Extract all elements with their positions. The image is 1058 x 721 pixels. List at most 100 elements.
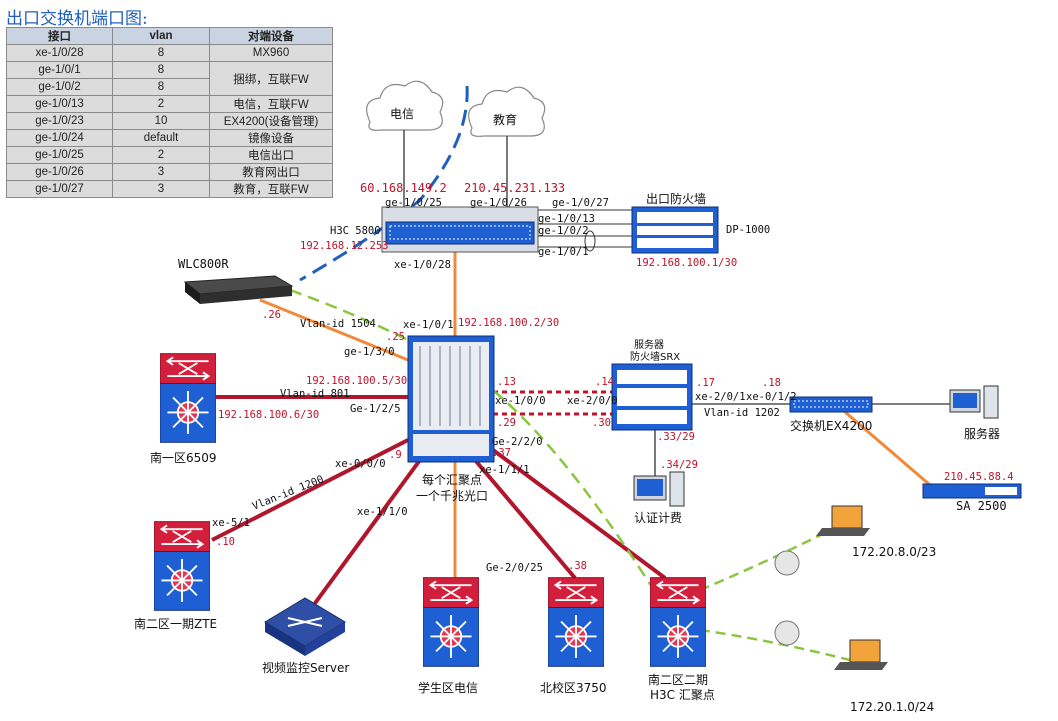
ip-label: .18	[762, 377, 781, 389]
table-cell: 镜像设备	[209, 129, 333, 147]
ip-label: .17	[696, 377, 715, 389]
vlan-label: Vlan-id 1202	[704, 407, 780, 419]
device-label: 服务器	[634, 338, 664, 351]
ip-label: .29	[497, 417, 516, 429]
ip-label: 192.168.100.2/30	[458, 317, 559, 329]
table-cell: ge-1/0/25	[6, 146, 113, 164]
ip-label: 210.45.88.4	[944, 471, 1014, 483]
vlan-label: Vlan-id 1504	[300, 318, 376, 330]
ip-label: .30	[592, 417, 611, 429]
wifi-ap-icon	[774, 620, 800, 646]
port-label: xe-5/1	[212, 517, 250, 529]
table-cell: 10	[112, 112, 210, 130]
table-cell: default	[112, 129, 210, 147]
bundle-ring	[584, 230, 596, 252]
table-cell: ge-1/0/24	[6, 129, 113, 147]
port-label: xe-1/0/0	[495, 395, 546, 407]
ip-label: .34/29	[660, 459, 698, 471]
h3c-5800-switch-icon	[381, 206, 539, 253]
device-label: 南二区二期	[648, 672, 708, 687]
port-label: Ge-2/0/25	[486, 562, 543, 574]
server-pc-icon	[949, 385, 999, 419]
switch-north-icon	[548, 576, 604, 668]
device-label: DP-1000	[726, 224, 770, 236]
cloud-edu-icon	[468, 86, 546, 137]
port-label: ge-1/3/0	[344, 346, 395, 358]
ip-label: .9	[389, 449, 402, 461]
laptop-icon	[834, 639, 888, 670]
device-label: 北校区3750	[540, 680, 607, 695]
device-label: 服务器	[964, 426, 1000, 441]
firewall-srx-icon	[611, 363, 693, 431]
port-label: xe-1/1/1	[479, 464, 530, 476]
ip-label: .25	[386, 331, 405, 343]
port-label: ge-1/0/27	[552, 197, 609, 209]
link-wlc	[259, 298, 409, 362]
ip-label: .38	[568, 560, 587, 572]
switch-n2-icon	[650, 576, 706, 668]
table-header: vlan	[112, 27, 210, 45]
device-label: 南二区一期ZTE	[134, 616, 217, 631]
table-header: 接口	[6, 27, 113, 45]
table-cell: 电信出口	[209, 146, 333, 164]
port-label: Ge-1/2/5	[350, 403, 401, 415]
device-label: WLC800R	[178, 257, 229, 271]
vlan-label: Vlan-id 801	[280, 388, 350, 400]
port-label: ge-1/0/2	[538, 225, 589, 237]
table-cell: MX960	[209, 44, 333, 62]
link-wifi-8	[699, 526, 836, 592]
core-label: 一个千兆光口	[416, 489, 488, 503]
table-cell: 3	[112, 163, 210, 181]
ip-label: .13	[497, 376, 516, 388]
device-label: 南一区6509	[150, 450, 217, 465]
switch-student-icon	[423, 576, 479, 668]
ip-label: .26	[262, 309, 281, 321]
port-label: xe-1/0/1	[403, 319, 454, 331]
port-label: ge-1/0/13	[538, 213, 595, 225]
device-label: SA 2500	[956, 499, 1007, 513]
table-cell: ge-1/0/23	[6, 112, 113, 130]
wifi-ap-icon	[774, 550, 800, 576]
ip-label: 192.168.100.1/30	[636, 257, 737, 269]
table-cell: 捆绑，互联FW	[209, 61, 333, 96]
sa2500-appliance-icon	[922, 483, 1022, 499]
table-header-row: 接口 vlan 对端设备	[6, 27, 333, 45]
device-label: H3C 汇聚点	[650, 688, 715, 702]
link-sa	[844, 410, 931, 487]
vlan-label: Vlan-id 1200	[251, 473, 326, 513]
port-label: Ge-2/2/0	[492, 436, 543, 448]
device-label: 交换机EX4200	[790, 418, 872, 433]
table-cell: 3	[112, 180, 210, 198]
device-label: H3C 5800	[330, 225, 381, 237]
switch-n1-icon	[160, 352, 216, 444]
link-zte	[211, 438, 409, 542]
table-cell: 8	[112, 78, 210, 96]
table-header: 对端设备	[209, 27, 333, 45]
device-label: 视频监控Server	[262, 660, 349, 675]
port-label: xe-0/1/2	[746, 391, 797, 403]
network-label: 172.20.8.0/23	[852, 545, 936, 559]
link-wifi-1	[699, 628, 851, 662]
auth-pc-icon	[633, 471, 685, 507]
device-label: 防火墙SRX	[630, 350, 680, 363]
ip-label: 192.168.12.253	[300, 240, 389, 252]
cloud-telecom-icon	[366, 80, 444, 131]
link-video	[308, 458, 422, 612]
ip-label: .33/29	[657, 431, 695, 443]
link-north	[473, 458, 577, 580]
wlc-controller-icon	[183, 275, 294, 304]
ip-label: 192.168.100.5/30	[306, 375, 407, 387]
device-label: 学生区电信	[418, 680, 478, 695]
laptop-icon	[816, 505, 870, 536]
port-label: xe-1/0/28	[394, 259, 451, 271]
link-n2	[491, 448, 667, 580]
video-server-icon	[264, 597, 346, 656]
port-label: xe-2/0/0	[567, 395, 618, 407]
core-switch-icon	[407, 335, 495, 463]
